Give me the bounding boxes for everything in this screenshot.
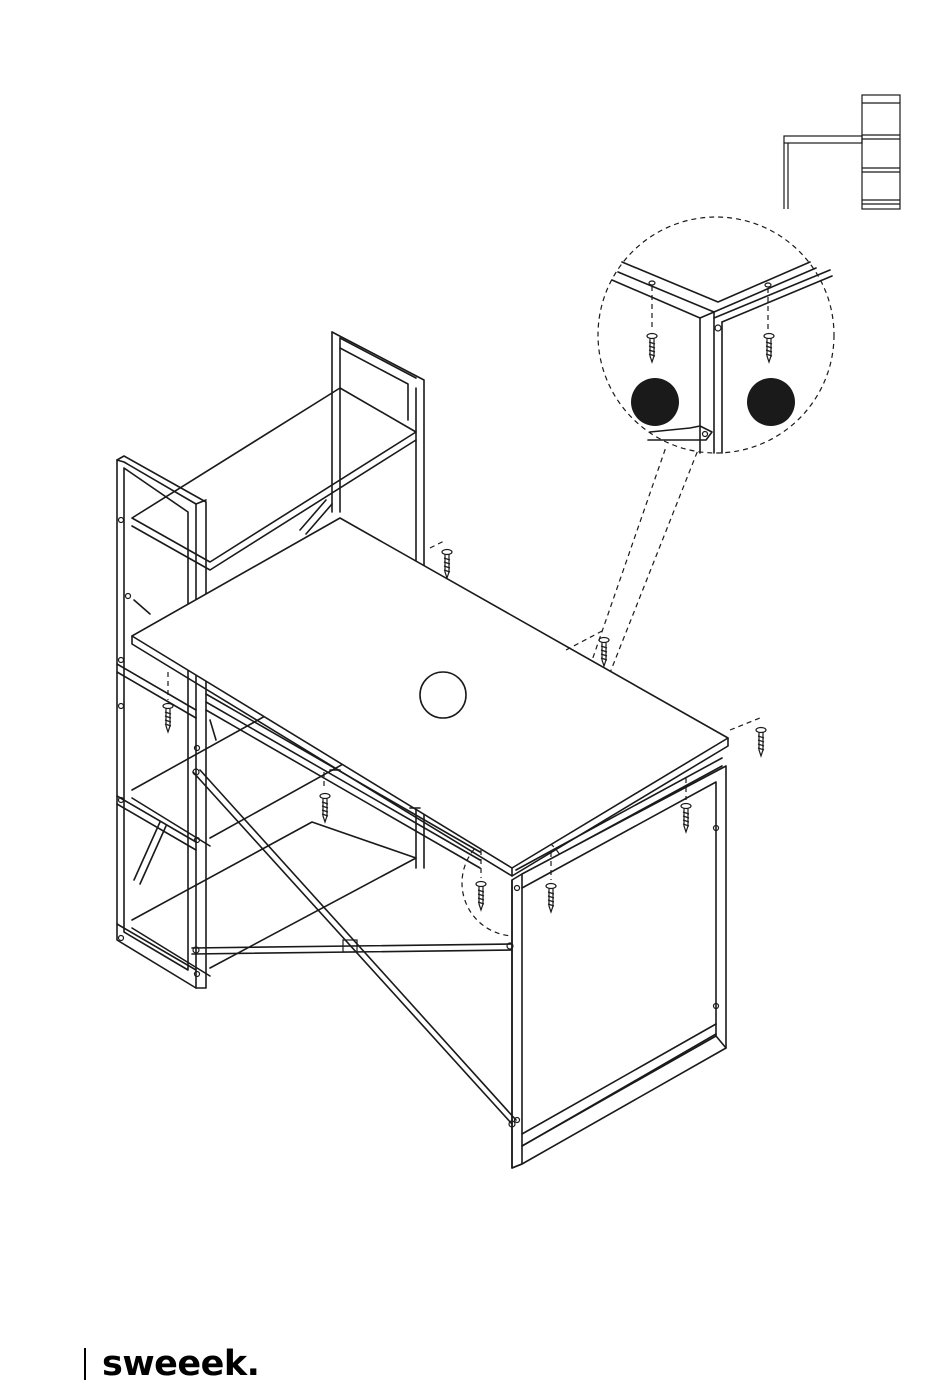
position-marker-icon bbox=[631, 378, 679, 426]
desk-side-view-icon bbox=[784, 95, 900, 209]
screw-icon bbox=[476, 882, 486, 911]
brand-logo: sweeek. bbox=[102, 1344, 259, 1384]
screw-icon bbox=[756, 728, 766, 757]
screw-icon bbox=[442, 550, 452, 579]
screw-icon bbox=[163, 704, 173, 733]
brand-divider bbox=[84, 1348, 86, 1380]
position-marker-icon bbox=[747, 378, 795, 426]
screw-icon bbox=[320, 794, 330, 823]
screw-icon bbox=[599, 638, 609, 667]
detail-callout bbox=[598, 217, 834, 453]
